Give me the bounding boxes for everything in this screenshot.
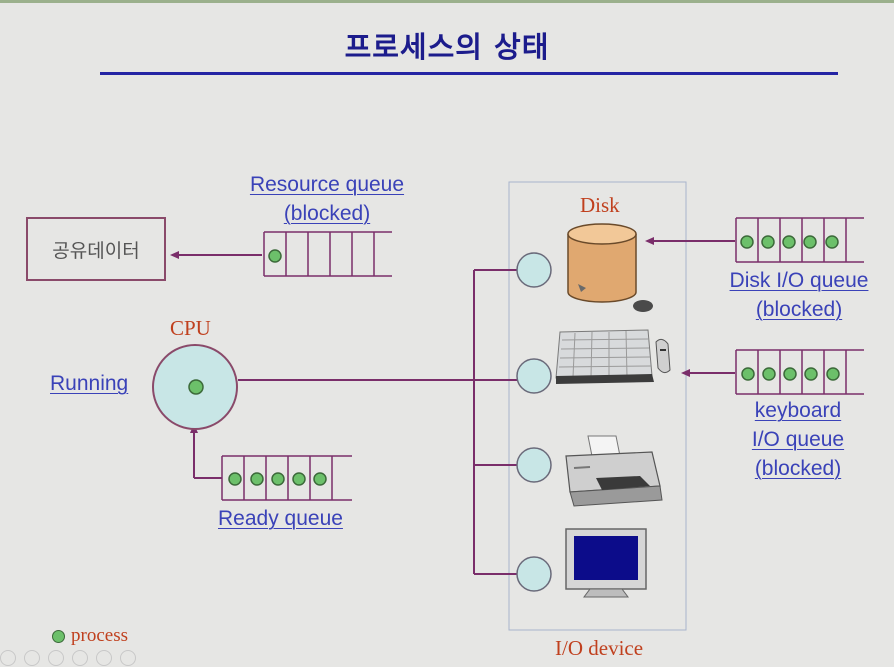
keyboard-io-queue-label-line1: keyboard xyxy=(754,399,842,422)
resource-queue-process xyxy=(268,249,282,263)
io-device-label: I/O device xyxy=(555,636,644,660)
toolbar-next-icon[interactable] xyxy=(24,650,40,666)
keyboard-port xyxy=(516,358,552,394)
printer-icon xyxy=(565,435,663,507)
process-legend-dot xyxy=(52,629,65,643)
ready-process-1 xyxy=(228,472,242,486)
ready-process-2 xyxy=(250,472,264,486)
monitor-icon xyxy=(565,528,647,598)
disk-queue-process-3 xyxy=(782,235,796,249)
ready-process-5 xyxy=(313,472,327,486)
keyboard-io-queue-label-line2: I/O queue xyxy=(751,428,845,451)
kb-queue-process-2 xyxy=(762,367,776,381)
top-border xyxy=(0,0,894,3)
disk-queue-process-2 xyxy=(761,235,775,249)
ready-queue-label[interactable]: Ready queue xyxy=(218,507,343,530)
resource-queue-label-line2: (blocked) xyxy=(283,202,371,225)
running-process xyxy=(188,379,204,395)
running-label[interactable]: Running xyxy=(50,372,129,395)
keyboard-mouse-icon xyxy=(555,300,671,384)
resource-queue-label[interactable]: Resource queue (blocked) xyxy=(222,170,432,228)
io-device-box xyxy=(508,181,687,631)
ready-queue xyxy=(221,455,352,501)
disk-io-queue-label[interactable]: Disk I/O queue (blocked) xyxy=(712,266,886,324)
disk-icon xyxy=(567,223,637,303)
arrowhead-keyboard xyxy=(681,369,690,377)
disk-io-queue xyxy=(735,217,864,263)
toolbar-pen-icon[interactable] xyxy=(48,650,64,666)
disk-queue-process-5 xyxy=(825,235,839,249)
disk-port xyxy=(516,252,552,288)
toolbar-zoom-icon[interactable] xyxy=(96,650,112,666)
kb-queue-process-3 xyxy=(783,367,797,381)
title-underline xyxy=(100,72,838,75)
toolbar-more-icon[interactable] xyxy=(120,650,136,666)
keyboard-io-queue xyxy=(735,349,864,395)
toolbar-prev-icon[interactable] xyxy=(0,650,16,666)
kb-queue-process-4 xyxy=(804,367,818,381)
arrowhead-disk xyxy=(645,237,654,245)
ready-process-3 xyxy=(271,472,285,486)
process-legend-label: process xyxy=(71,625,128,646)
disk-io-queue-label-line2: (blocked) xyxy=(755,298,843,321)
cpu-label: CPU xyxy=(170,316,211,340)
resource-queue-label-line1: Resource queue xyxy=(249,173,405,196)
printer-port xyxy=(516,447,552,483)
kb-queue-process-5 xyxy=(826,367,840,381)
keyboard-io-queue-label-line3: (blocked) xyxy=(754,457,842,480)
ready-process-4 xyxy=(292,472,306,486)
disk-label: Disk xyxy=(580,193,620,217)
disk-queue-process-1 xyxy=(740,235,754,249)
keyboard-io-queue-label[interactable]: keyboard I/O queue (blocked) xyxy=(728,396,868,483)
resource-queue xyxy=(263,231,392,277)
disk-io-queue-label-line1: Disk I/O queue xyxy=(729,269,869,292)
disk-queue-process-4 xyxy=(803,235,817,249)
kb-queue-process-1 xyxy=(741,367,755,381)
page-title: 프로세스의 상태 xyxy=(344,30,550,64)
arrowhead-shared xyxy=(170,251,179,259)
shared-data-box: 공유데이터 xyxy=(26,217,166,281)
toolbar-menu-icon[interactable] xyxy=(72,650,88,666)
legend: process xyxy=(52,625,128,647)
slide-toolbar xyxy=(0,650,136,666)
monitor-port xyxy=(516,556,552,592)
